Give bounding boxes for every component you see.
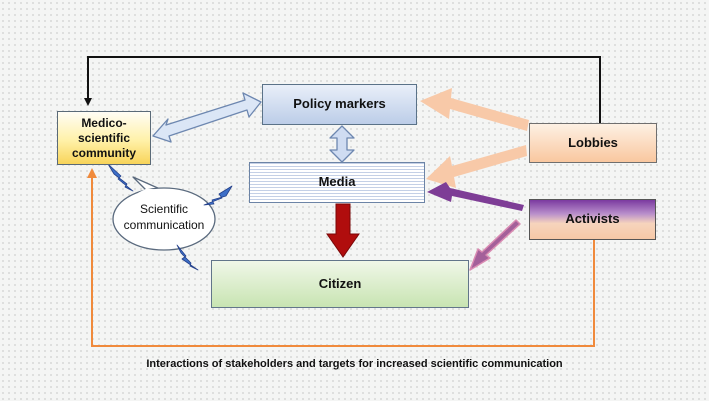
activists-to-media-arrow bbox=[427, 182, 524, 211]
lobbies-to-medico-line bbox=[84, 56, 601, 123]
node-label: Medico- scientific community bbox=[71, 115, 136, 160]
node-label: Media bbox=[318, 174, 356, 190]
speech-bubble-label: Scientific communication bbox=[123, 202, 205, 232]
activists-to-medico-line bbox=[87, 168, 595, 347]
lobbies-to-media-arrow bbox=[426, 145, 527, 188]
node-media: Media bbox=[249, 162, 425, 203]
figure-caption: Interactions of stakeholders and targets… bbox=[146, 358, 563, 370]
activists-to-citizen-arrow bbox=[469, 219, 521, 271]
node-label: Policy markers bbox=[293, 96, 386, 112]
medico-policy-double-arrow bbox=[152, 92, 262, 143]
node-medico-scientific-community: Medico- scientific community bbox=[57, 111, 151, 165]
node-policy-markers: Policy markers bbox=[262, 84, 417, 125]
node-label: Lobbies bbox=[568, 134, 618, 150]
policy-media-double-arrow bbox=[329, 125, 355, 163]
node-activists: Activists bbox=[529, 199, 656, 240]
node-citizen: Citizen bbox=[211, 260, 469, 308]
lightning-icon bbox=[107, 163, 134, 192]
node-label: Activists bbox=[565, 211, 620, 227]
speech-bubble bbox=[112, 176, 216, 251]
lightning-icon bbox=[203, 185, 233, 206]
node-lobbies: Lobbies bbox=[529, 123, 657, 163]
lightning-icon bbox=[176, 244, 199, 271]
media-to-citizen-arrow bbox=[326, 203, 360, 258]
lobbies-to-policy-arrow bbox=[420, 88, 529, 131]
node-label: Citizen bbox=[318, 275, 362, 291]
